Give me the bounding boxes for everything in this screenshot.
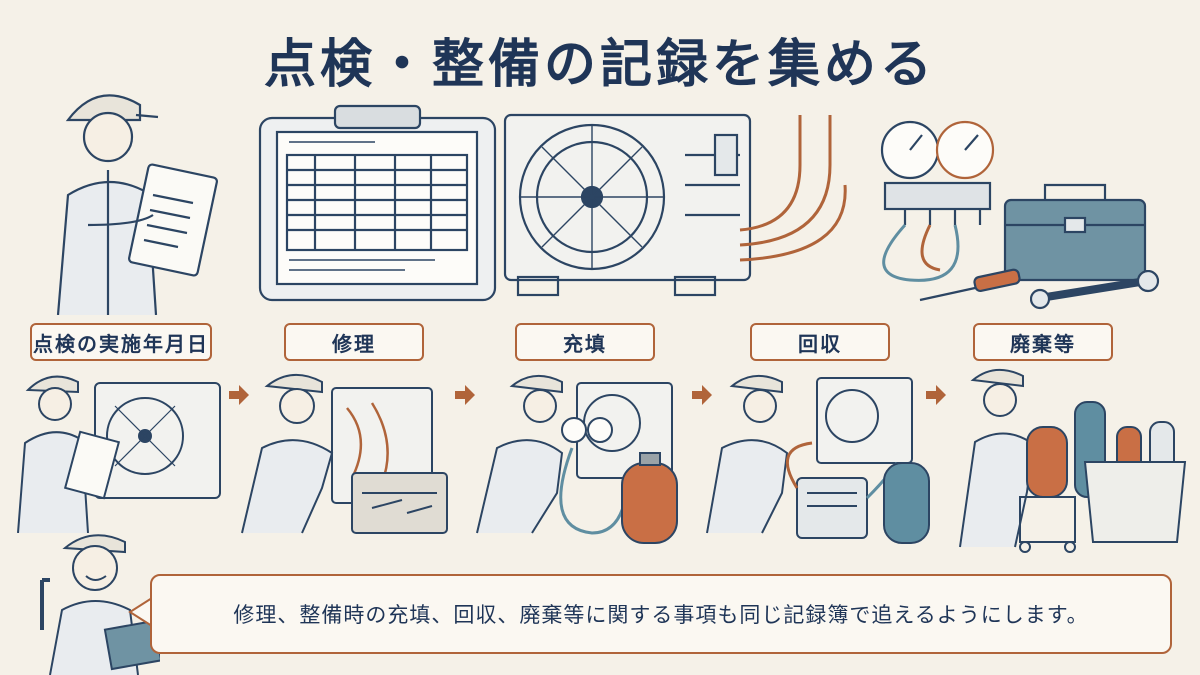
toolbox-icon bbox=[1003, 183, 1147, 282]
arrow-right-icon bbox=[229, 385, 249, 405]
step-label-inspection-date: 点検の実施年月日 bbox=[30, 323, 212, 361]
repair-scene-icon bbox=[241, 374, 448, 534]
callout-box: 修理、整備時の充填、回収、廃棄等に関する事項も同じ記録簿で追えるようにします。 bbox=[150, 574, 1172, 654]
step-label-charging: 充填 bbox=[515, 323, 655, 361]
worker-with-clipboard-icon bbox=[56, 94, 218, 315]
step-label-recovery: 回収 bbox=[750, 323, 890, 361]
arrow-right-icon bbox=[692, 385, 712, 405]
outdoor-ac-unit-icon bbox=[503, 113, 847, 297]
inspection-scene-icon bbox=[17, 375, 221, 533]
callout-tail bbox=[128, 597, 153, 627]
arrow-right-icon bbox=[926, 385, 946, 405]
explaining-worker-icon bbox=[40, 534, 160, 675]
manifold-gauge-icon bbox=[880, 120, 995, 282]
wrench-icon bbox=[1030, 270, 1160, 310]
charging-scene-icon bbox=[476, 375, 678, 544]
step-label-repair: 修理 bbox=[284, 323, 424, 361]
screwdriver-icon bbox=[919, 268, 1021, 302]
page-title: 点検・整備の記録を集める bbox=[263, 35, 936, 95]
clipboard-record-sheet-icon bbox=[258, 104, 497, 302]
recovery-scene-icon bbox=[706, 375, 930, 544]
callout-text: 修理、整備時の充填、回収、廃棄等に関する事項も同じ記録簿で追えるようにします。 bbox=[233, 603, 1089, 627]
disposal-scene-icon bbox=[959, 369, 1187, 553]
arrow-right-icon bbox=[455, 385, 475, 405]
step-label-disposal: 廃棄等 bbox=[973, 323, 1113, 361]
